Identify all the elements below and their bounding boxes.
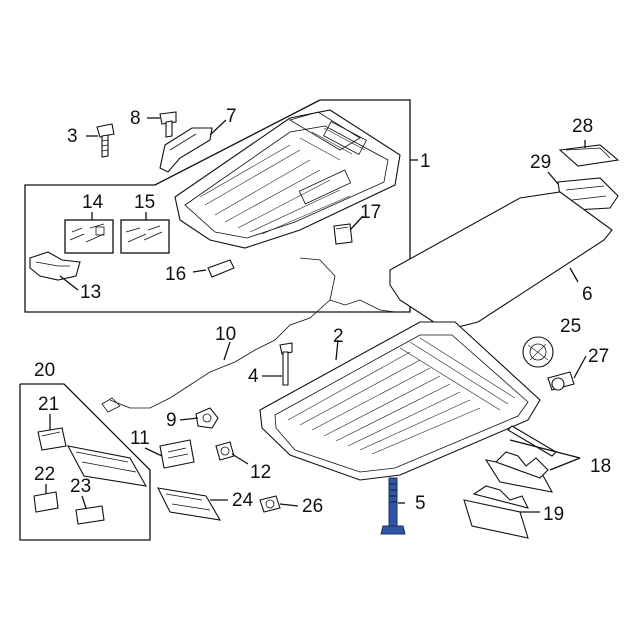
callout-20[interactable]: 20 bbox=[34, 360, 55, 381]
callout-12[interactable]: 12 bbox=[250, 462, 271, 483]
lower-tray-2[interactable] bbox=[259, 321, 541, 481]
bracket-7[interactable] bbox=[159, 127, 213, 173]
fastener-12[interactable] bbox=[215, 441, 235, 461]
callout-19[interactable]: 19 bbox=[543, 504, 564, 525]
callout-5[interactable]: 5 bbox=[415, 493, 426, 514]
gasket-13[interactable] bbox=[29, 251, 81, 281]
upper-cover[interactable] bbox=[174, 109, 401, 249]
callout-9[interactable]: 9 bbox=[166, 410, 177, 431]
bus-bar-housing[interactable] bbox=[66, 445, 148, 487]
callout-6[interactable]: 6 bbox=[582, 284, 593, 305]
box-14 bbox=[64, 219, 114, 254]
callout-23[interactable]: 23 bbox=[70, 476, 91, 497]
terminal-23[interactable] bbox=[75, 505, 105, 525]
callout-2[interactable]: 2 bbox=[333, 326, 344, 347]
bracket-19[interactable] bbox=[463, 485, 530, 539]
seal-6[interactable] bbox=[389, 191, 613, 331]
callout-17[interactable]: 17 bbox=[360, 202, 381, 223]
callout-27[interactable]: 27 bbox=[588, 346, 609, 367]
callout-3[interactable]: 3 bbox=[67, 126, 78, 147]
leader-lines bbox=[45, 117, 587, 513]
harness-10[interactable] bbox=[101, 257, 396, 413]
callout-16[interactable]: 16 bbox=[165, 264, 186, 285]
callout-26[interactable]: 26 bbox=[302, 496, 323, 517]
callout-13[interactable]: 13 bbox=[80, 282, 101, 303]
callout-4[interactable]: 4 bbox=[248, 366, 259, 387]
callout-22[interactable]: 22 bbox=[34, 464, 55, 485]
callout-21[interactable]: 21 bbox=[38, 394, 59, 415]
module-28[interactable] bbox=[558, 144, 620, 167]
clip-9[interactable] bbox=[195, 407, 219, 429]
bolt-4[interactable] bbox=[279, 342, 293, 386]
callout-1[interactable]: 1 bbox=[420, 151, 431, 172]
screw-26[interactable] bbox=[259, 495, 281, 513]
connector-11[interactable] bbox=[159, 439, 195, 469]
callout-24[interactable]: 24 bbox=[232, 490, 254, 511]
bolt-8[interactable] bbox=[159, 111, 177, 138]
callout-28[interactable]: 28 bbox=[572, 116, 593, 137]
callouts: 1 2 3 4 5 6 7 8 9 10 11 12 13 14 15 16 1… bbox=[34, 106, 611, 525]
box-15 bbox=[120, 219, 170, 254]
terminal-22[interactable] bbox=[33, 491, 59, 513]
bolt-3[interactable] bbox=[96, 123, 115, 158]
module-24[interactable] bbox=[157, 487, 222, 521]
connector-27[interactable] bbox=[547, 371, 575, 391]
callout-7[interactable]: 7 bbox=[226, 106, 237, 127]
callout-14[interactable]: 14 bbox=[82, 192, 104, 213]
callout-11[interactable]: 11 bbox=[130, 428, 150, 449]
callout-18[interactable]: 18 bbox=[590, 456, 611, 477]
callout-15[interactable]: 15 bbox=[134, 192, 155, 213]
callout-10[interactable]: 10 bbox=[215, 324, 236, 345]
group-box-20 bbox=[19, 383, 151, 541]
terminal-21[interactable] bbox=[37, 427, 67, 451]
label-17[interactable] bbox=[333, 223, 353, 245]
pad-16[interactable] bbox=[207, 259, 235, 278]
cap-25[interactable] bbox=[522, 336, 554, 368]
callout-8[interactable]: 8 bbox=[130, 108, 141, 129]
bracket-18[interactable] bbox=[484, 425, 557, 493]
callout-29[interactable]: 29 bbox=[530, 152, 551, 173]
callout-25[interactable]: 25 bbox=[560, 316, 581, 337]
bolt-5-highlighted[interactable] bbox=[380, 477, 406, 535]
